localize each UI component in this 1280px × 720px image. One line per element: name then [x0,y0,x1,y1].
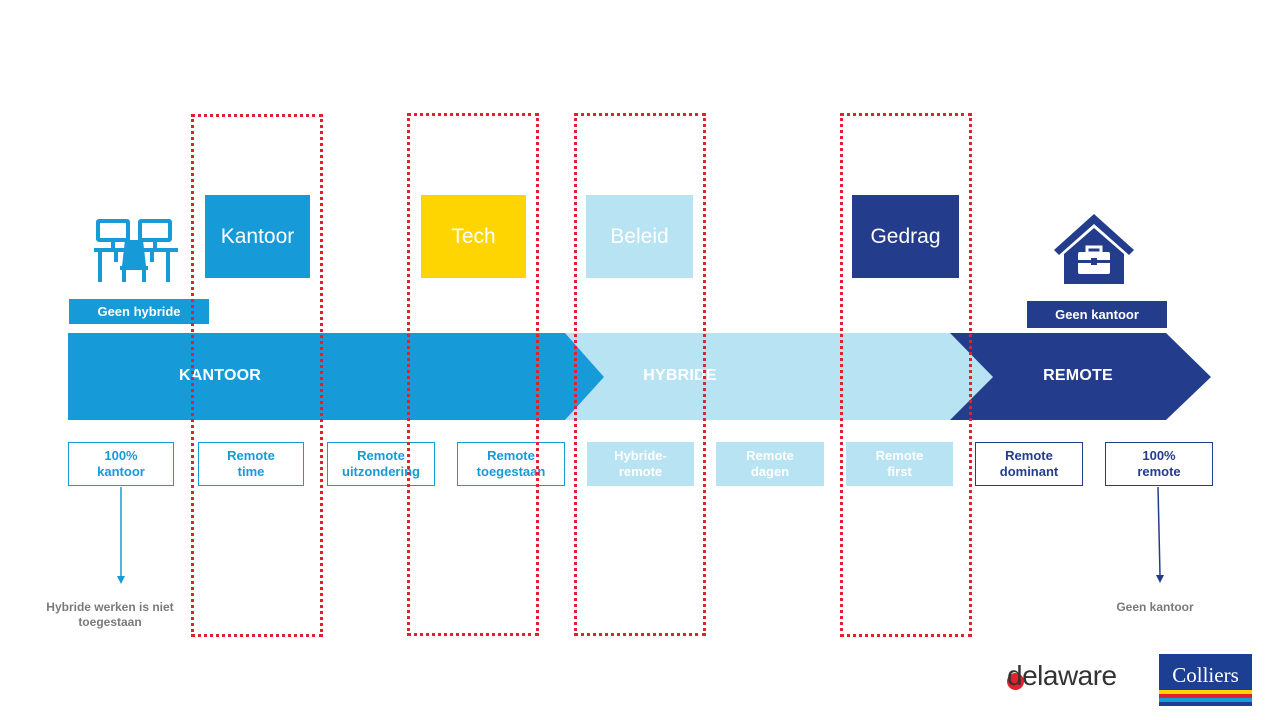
scale-remote-dominant: Remote dominant [975,442,1083,486]
colliers-logo-text: Colliers [1172,663,1239,687]
delaware-logo-text: delaware [1007,660,1117,691]
remote-arrow [950,333,1211,420]
highlight-frame-beleid [574,113,706,636]
arrow-label-kantoor: KANTOOR [179,367,261,384]
scale-remote-dagen: Remote dagen [716,442,824,486]
scale-remote-uitzondering: Remote uitzondering [327,442,435,486]
kantoor-arrow [68,333,604,420]
highlight-frame-kantoor [191,114,323,637]
hybride-arrow [565,333,993,420]
right-pointer-line [1157,486,1161,576]
arrow-label-remote: REMOTE [1043,367,1113,384]
scale-remote-first: Remote first [846,442,953,486]
right-pointer-head [1156,575,1164,583]
category-beleid: Beleid [586,195,693,278]
scale-hybride-remote: Hybride- remote [587,442,694,486]
scale-100-remote: 100% remote [1105,442,1213,486]
left-pointer-head [117,576,125,584]
delaware-dot [1007,673,1024,690]
arrow-label-hybride: HYBRIDE [643,367,717,384]
geen-hybride-label: Geen hybride [69,299,209,324]
scale-remote-time: Remote time [198,442,304,486]
category-kantoor: Kantoor [205,195,310,278]
highlight-frame-tech [407,113,539,636]
desks-chair-icon [94,219,178,282]
delaware-logo: delaware [1007,660,1117,692]
colliers-logo: Colliers [1159,654,1252,706]
highlight-frame-gedrag [840,113,972,637]
geen-kantoor-label: Geen kantoor [1027,301,1167,328]
note-geen-kantoor: Geen kantoor [1116,600,1194,614]
category-tech: Tech [421,195,526,278]
scale-100-kantoor: 100% kantoor [68,442,174,486]
house-briefcase-icon [1054,214,1134,284]
scale-remote-toegestaan: Remote toegestaan [457,442,565,486]
category-gedrag: Gedrag [852,195,959,278]
note-hybride-niet-toegestaan: Hybride werken is niet toegestaan [46,600,174,629]
